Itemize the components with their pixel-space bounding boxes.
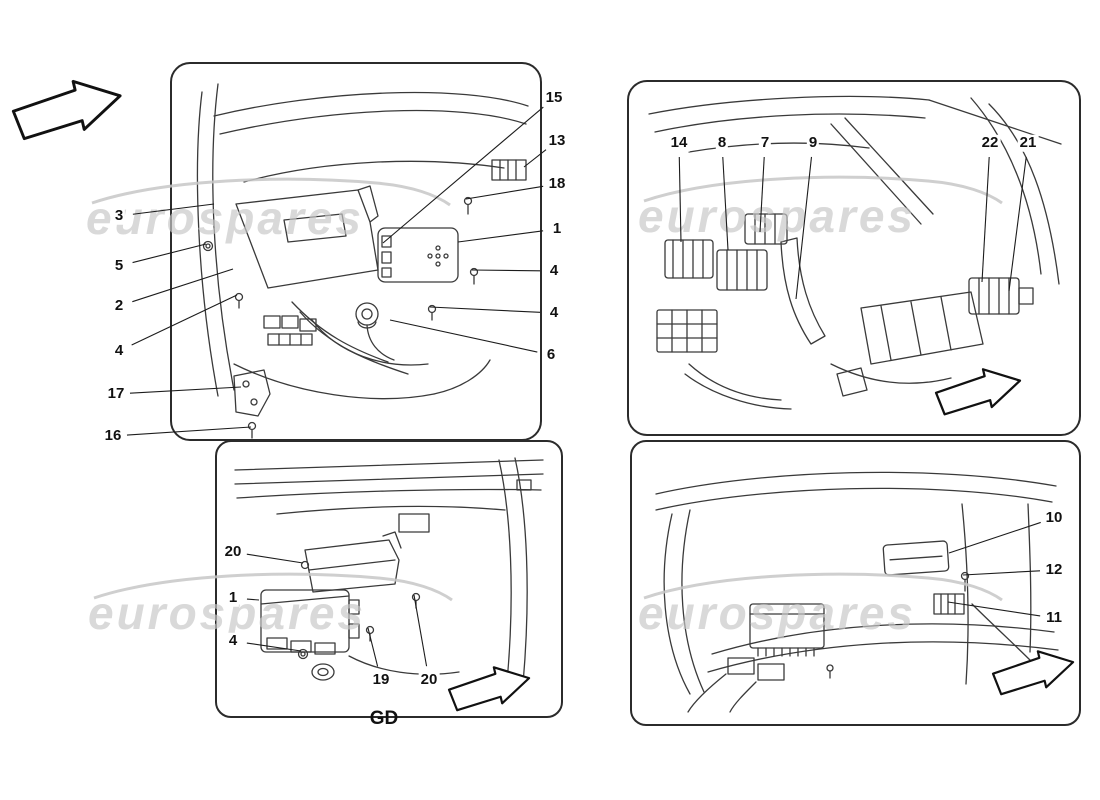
callout-front-left-6: 6 — [544, 345, 558, 364]
callout-front-left-3: 3 — [112, 206, 126, 225]
callout-front-left-2: 2 — [112, 296, 126, 315]
callout-front-left-4: 4 — [112, 341, 126, 360]
callout-front-left-13: 13 — [546, 131, 568, 150]
panel-cabin-front-artwork — [234, 457, 544, 685]
panel-front-left-artwork — [196, 83, 529, 439]
direction-arrow-cabin-front — [447, 666, 531, 712]
callout-front-left-1: 1 — [550, 219, 564, 238]
panel-front-compartment-left — [170, 62, 542, 441]
direction-arrow-main — [11, 79, 122, 141]
direction-arrow-cabin-rear — [991, 650, 1075, 696]
callout-front-left-15: 15 — [543, 88, 565, 107]
panel-front-compartment-right — [627, 80, 1081, 436]
direction-arrow-front-right — [934, 368, 1022, 416]
panel-cabin-rear — [630, 440, 1081, 726]
callout-front-left-4: 4 — [547, 303, 561, 322]
callout-front-left-5: 5 — [112, 256, 126, 275]
panel-cabin-rear-artwork — [655, 471, 1059, 713]
callout-front-left-17: 17 — [105, 384, 127, 403]
callout-front-left-4: 4 — [547, 261, 561, 280]
callout-front-left-16: 16 — [102, 426, 124, 445]
callout-front-left-18: 18 — [546, 174, 568, 193]
panel-front-right-artwork — [648, 95, 1062, 410]
